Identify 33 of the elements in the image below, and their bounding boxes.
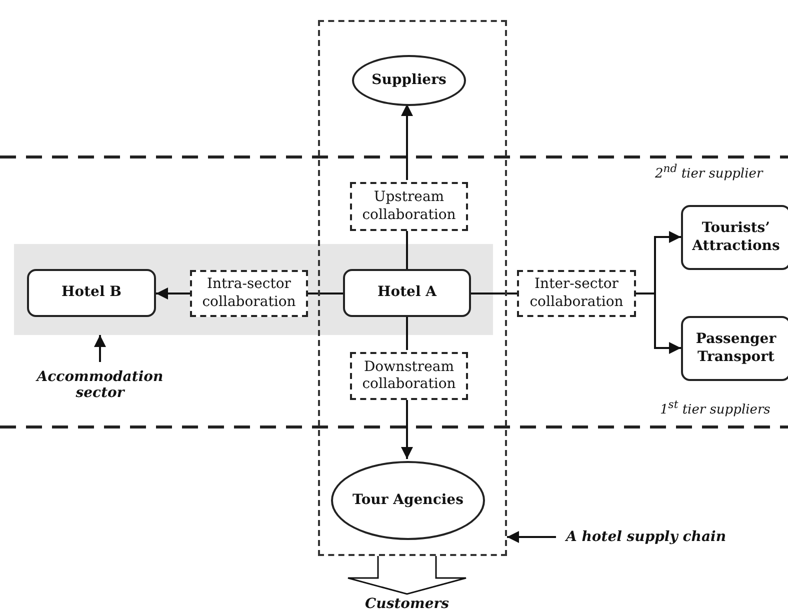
node-label: Hotel A <box>378 284 436 302</box>
node-label: Hotel B <box>62 284 122 302</box>
hotel-box <box>27 269 156 317</box>
node-label: Suppliers <box>372 72 446 90</box>
block-arrow <box>347 555 467 595</box>
tier-label: 2$^{nd}$ tier supplier <box>655 162 763 182</box>
node-label: Upstream collaboration <box>361 189 457 224</box>
partner-box <box>681 205 788 270</box>
annotation-text: A hotel supply chain <box>556 526 736 548</box>
partner-box <box>681 316 788 381</box>
tier-label: 1$^{st}$ tier suppliers <box>660 398 770 418</box>
connector-line <box>471 292 517 294</box>
annotation-text: Customers <box>362 594 452 614</box>
node-label: Inter-sector collaboration <box>528 276 624 311</box>
node-label: Passenger Transport <box>694 331 778 366</box>
arrow <box>94 335 106 362</box>
collaboration-box <box>350 182 468 231</box>
arrow <box>507 531 556 543</box>
node-label: Tour Agencies <box>352 492 464 510</box>
node-label: Intra-sector collaboration <box>201 276 297 311</box>
node-label: Tourists’ Attractions <box>691 220 781 255</box>
arrow <box>156 288 190 300</box>
connector-line <box>406 317 408 350</box>
collaboration-box <box>190 270 308 317</box>
collaboration-box <box>350 352 468 400</box>
arrow <box>401 398 413 459</box>
hotel-box <box>343 269 471 317</box>
collaboration-box <box>517 270 636 317</box>
connector-line <box>308 292 343 294</box>
node-label: Downstream collaboration <box>361 358 457 394</box>
annotation-text: Accommodation sector <box>20 362 180 408</box>
connector-line <box>406 229 408 269</box>
arrow <box>401 104 413 180</box>
